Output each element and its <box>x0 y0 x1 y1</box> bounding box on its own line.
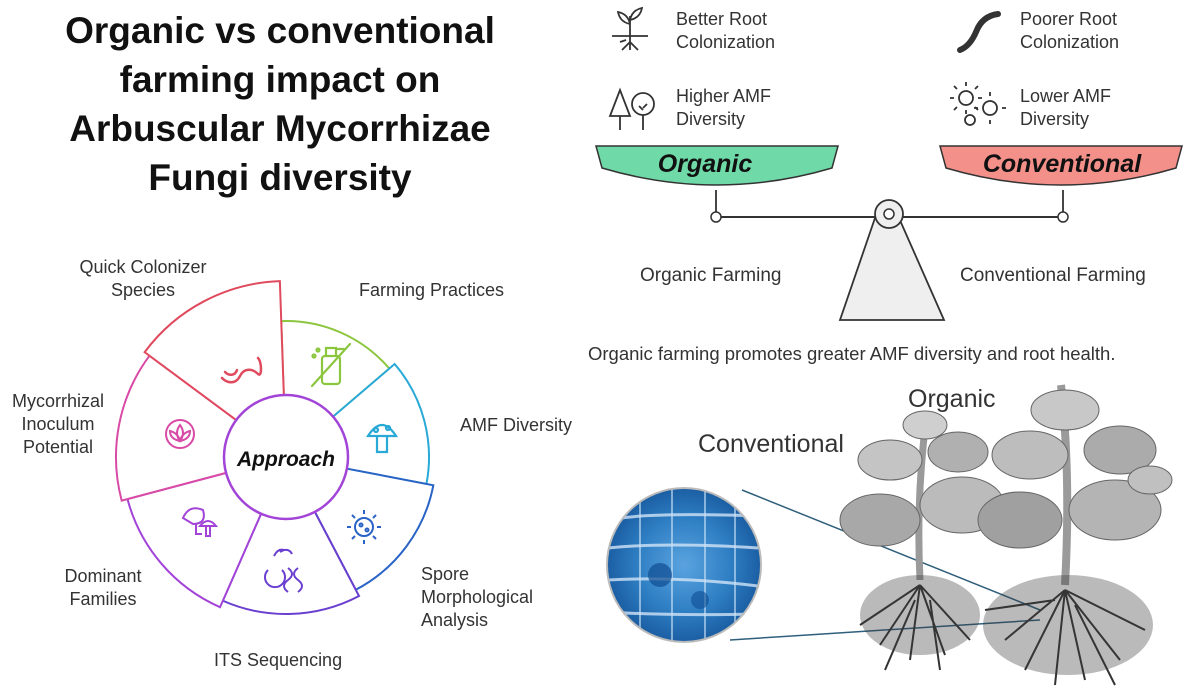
higher-amf-label: Higher AMF Diversity <box>676 86 772 129</box>
conventional-pan <box>939 145 1183 186</box>
mushroom-icon <box>365 423 399 454</box>
root-micrograph <box>607 488 761 642</box>
wheel-label-its-sequencing: ITS Sequencing <box>214 650 343 670</box>
conventional-photo-label: Conventional <box>698 430 844 458</box>
organic-farming-caption: Organic Farming <box>640 265 782 286</box>
title-line-4: Fungi diversity <box>148 157 412 198</box>
conventional-farming-caption: Conventional Farming <box>960 265 1146 286</box>
poorer-root-label: Poorer Root Colonization <box>1020 9 1120 52</box>
scale-stand <box>838 217 946 321</box>
lower-amf-label: Lower AMF Diversity <box>1020 86 1112 129</box>
wheel-label-amf-diversity: AMF Diversity <box>460 415 572 435</box>
wheel-label-dominant-families: Dominant Families <box>64 566 142 609</box>
no-spray-bottle-icon <box>310 342 352 388</box>
conventional-pan-label: Conventional <box>983 150 1142 178</box>
worm-icon-2 <box>957 11 1001 53</box>
virus-spore-icon <box>347 510 381 544</box>
zoom-line-bottom <box>729 619 1041 641</box>
conclusion-text: Organic farming promotes greater AMF div… <box>588 343 1116 364</box>
worm-icon <box>220 356 263 384</box>
wheel-label-inoculum: Mycorrhizal Inoculum Potential <box>11 391 104 457</box>
organic-plant <box>977 384 1173 686</box>
bacteria-icon <box>950 82 1006 126</box>
dna-plant-icon <box>264 548 303 593</box>
mushrooms-icon <box>181 507 219 537</box>
lotus-icon <box>165 419 195 449</box>
organic-pan-label: Organic <box>658 150 753 178</box>
zoom-line-top <box>741 489 1041 611</box>
wheel-label-spore: Spore Morphological Analysis <box>421 564 534 630</box>
trees-icon <box>608 87 655 130</box>
balance-scale: Organic Conventional <box>595 6 1183 321</box>
organic-photo-label: Organic <box>908 385 996 413</box>
conventional-plant <box>839 410 1005 671</box>
approach-center-label: Approach <box>236 448 335 471</box>
page-title: Organic vs conventional farming impact o… <box>20 6 540 202</box>
organic-pan <box>595 145 839 186</box>
root-photo <box>606 384 1173 686</box>
approach-center-circle <box>222 393 350 521</box>
title-line-3: Arbuscular Mycorrhizae <box>69 108 491 149</box>
better-root-label: Better Root Colonization <box>676 9 776 52</box>
wheel-label-quick-colonizer: Quick Colonizer Species <box>79 257 207 300</box>
approach-wheel: Approach <box>115 280 435 615</box>
sprout-roots-icon <box>612 6 648 51</box>
wheel-label-farming-practices: Farming Practices <box>359 280 505 300</box>
title-line-1: Organic vs conventional <box>65 10 495 51</box>
title-line-2: farming impact on <box>119 59 441 100</box>
